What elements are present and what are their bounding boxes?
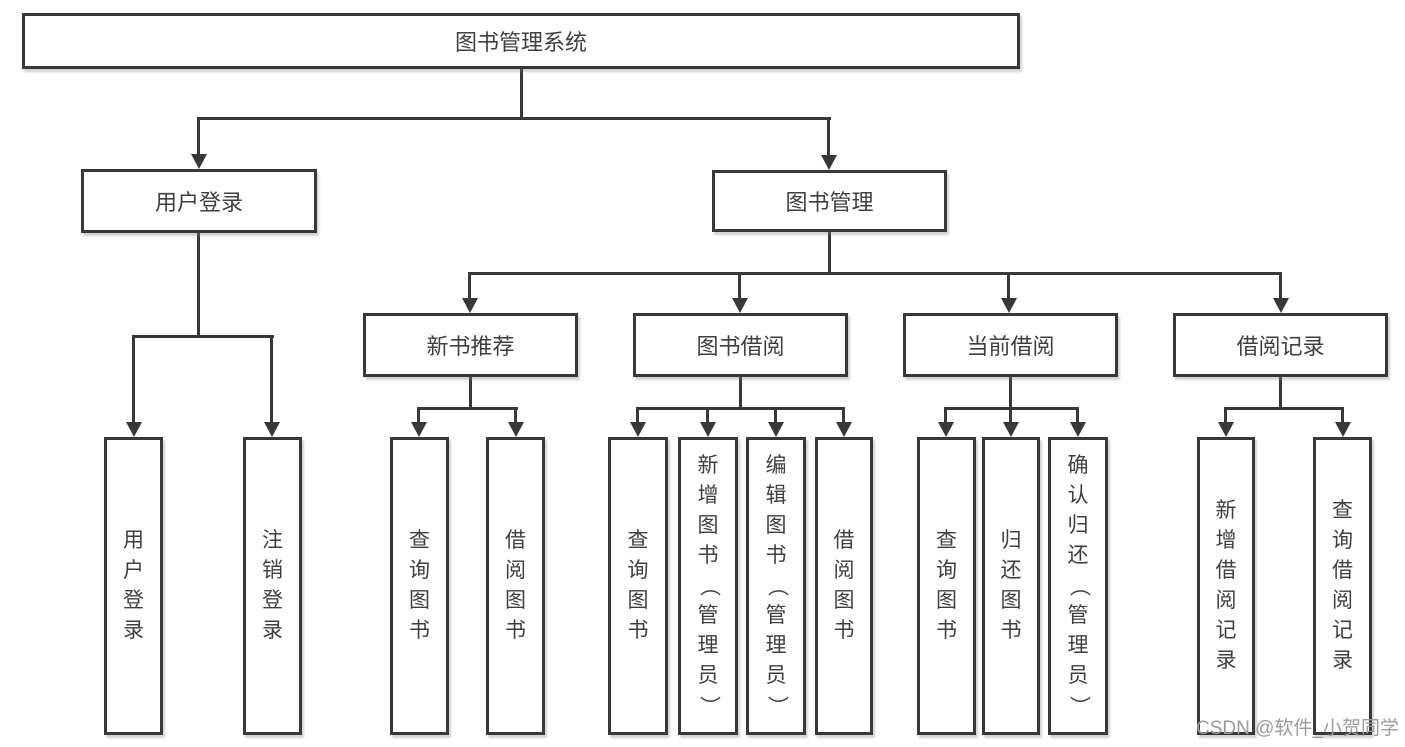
leaf-add-books-admin: 新增图书（管理员） [678, 437, 738, 735]
arrow-to-add-borrow-record [1218, 407, 1234, 437]
connector-current-bus [945, 407, 1079, 410]
connector-records-stem [1279, 377, 1282, 410]
arrow-to-query-books-1 [411, 407, 427, 437]
connector-book-mgmt-stem [828, 232, 831, 275]
leaf-borrow-books-1: 借阅图书 [486, 437, 545, 735]
node-new-book-recommend: 新书推荐 [363, 313, 578, 377]
arrow-to-borrow-books-1 [508, 407, 524, 437]
arrow-to-confirm-return [1070, 407, 1086, 437]
leaf-logout: 注销登录 [243, 437, 302, 735]
connector-borrow-stem [739, 377, 742, 410]
connector-recommend-bus [418, 407, 518, 410]
leaf-edit-books-admin: 编辑图书（管理员） [746, 437, 806, 735]
leaf-return-books: 归还图书 [982, 437, 1040, 735]
node-borrow-records: 借阅记录 [1173, 313, 1388, 377]
node-book-borrow: 图书借阅 [633, 313, 848, 377]
arrow-to-new-book-recommend [462, 272, 478, 313]
connector-level2-bus [468, 272, 1282, 275]
arrow-to-return-books [1003, 407, 1019, 437]
leaf-confirm-return-admin: 确认归还（管理员） [1048, 437, 1108, 735]
arrow-to-edit-books [768, 407, 784, 437]
arrow-to-borrow-books-2 [836, 407, 852, 437]
connector-borrow-bus [636, 407, 845, 410]
connector-user-login-stem [197, 232, 200, 336]
arrow-to-book-borrow [732, 272, 748, 313]
connector-level1-bus [197, 117, 831, 120]
node-current-borrow: 当前借阅 [903, 313, 1118, 377]
arrow-to-add-books [700, 407, 716, 437]
connector-current-stem [1009, 377, 1012, 410]
leaf-query-borrow-record: 查询借阅记录 [1313, 437, 1372, 735]
csdn-watermark: CSDN @软件_小贺同学 [1196, 718, 1399, 739]
node-book-management: 图书管理 [712, 170, 947, 232]
connector-recommend-stem [469, 377, 472, 410]
arrow-to-leaf-user-login [126, 335, 142, 437]
arrow-to-user-login [191, 117, 207, 169]
leaf-query-books-1: 查询图书 [390, 437, 449, 735]
arrow-to-borrow-records [1273, 272, 1289, 313]
leaf-add-borrow-record: 新增借阅记录 [1197, 437, 1255, 735]
leaf-borrow-books-2: 借阅图书 [815, 437, 873, 735]
leaf-query-books-2: 查询图书 [608, 437, 668, 735]
arrow-to-leaf-logout [264, 335, 280, 437]
connector-records-bus [1225, 407, 1344, 410]
arrow-to-query-books-3 [938, 407, 954, 437]
arrow-to-query-books-2 [630, 407, 646, 437]
node-user-login: 用户登录 [81, 169, 317, 233]
arrow-to-query-borrow-record [1335, 407, 1351, 437]
connector-root-stem [520, 67, 523, 117]
connector-user-login-bus [133, 335, 274, 338]
node-root: 图书管理系统 [22, 13, 1020, 69]
leaf-user-login: 用户登录 [104, 437, 163, 735]
arrow-to-current-borrow [1001, 272, 1017, 313]
leaf-query-books-3: 查询图书 [917, 437, 976, 735]
arrow-to-book-management [821, 117, 837, 170]
